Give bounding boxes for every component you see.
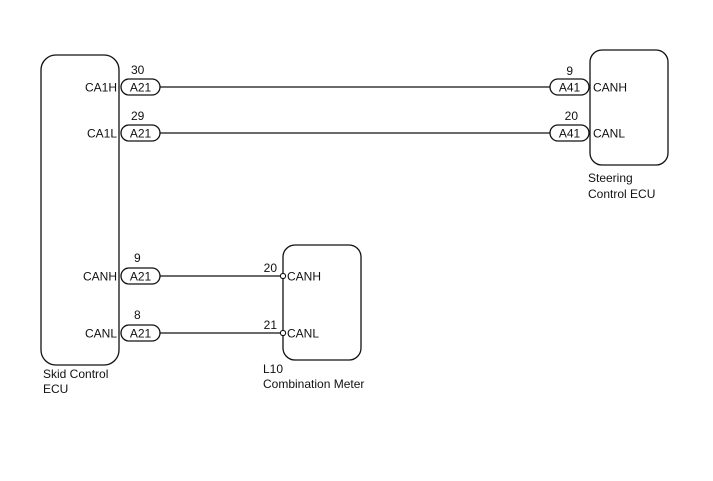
- pin-name: CANH: [287, 270, 321, 284]
- connector-label: A21: [130, 127, 152, 141]
- pin-number: 21: [264, 318, 278, 332]
- connector-label: A21: [130, 81, 152, 95]
- connector-a21-pin30: [120, 78, 161, 96]
- steering-control-ecu-label: Control ECU: [588, 187, 655, 201]
- pin-name: CANL: [85, 327, 117, 341]
- connector-a41-pin20: [549, 124, 590, 142]
- steering-control-ecu-label: Steering: [588, 171, 633, 185]
- connector-label: A41: [559, 127, 581, 141]
- pin-number: 29: [131, 109, 145, 123]
- pin-number: 8: [134, 308, 141, 322]
- skid-control-ecu-label: Skid Control: [43, 367, 108, 381]
- meter-terminal-canl: [279, 329, 287, 337]
- pin-number: 9: [134, 251, 141, 265]
- pin-name: CANL: [287, 327, 319, 341]
- pin-name: CANH: [83, 270, 117, 284]
- connector-label: A21: [130, 327, 152, 341]
- connector-label: A21: [130, 270, 152, 284]
- meter-terminal-canh: [279, 272, 287, 280]
- pin-number: 30: [131, 63, 145, 77]
- pin-name: CANH: [593, 81, 627, 95]
- skid-control-ecu-label: ECU: [43, 382, 68, 396]
- pin-number: 9: [566, 64, 573, 78]
- connector-a21-pin9: [120, 267, 161, 285]
- connector-a21-pin8: [120, 324, 161, 342]
- pin-number: 20: [565, 109, 579, 123]
- connector-a41-pin9: [549, 78, 590, 96]
- pin-name: CA1H: [85, 81, 117, 95]
- connector-label: A41: [559, 81, 581, 95]
- combination-meter-box: [282, 244, 362, 361]
- pin-name: CA1L: [87, 127, 117, 141]
- connector-a21-pin29: [120, 124, 161, 142]
- skid-control-ecu-box: [40, 54, 120, 366]
- pin-name: CANL: [593, 127, 625, 141]
- pin-number: 20: [264, 261, 278, 275]
- steering-control-ecu-box: [589, 49, 669, 166]
- combination-meter-label: Combination Meter: [263, 377, 364, 391]
- combination-meter-code: L10: [263, 362, 283, 376]
